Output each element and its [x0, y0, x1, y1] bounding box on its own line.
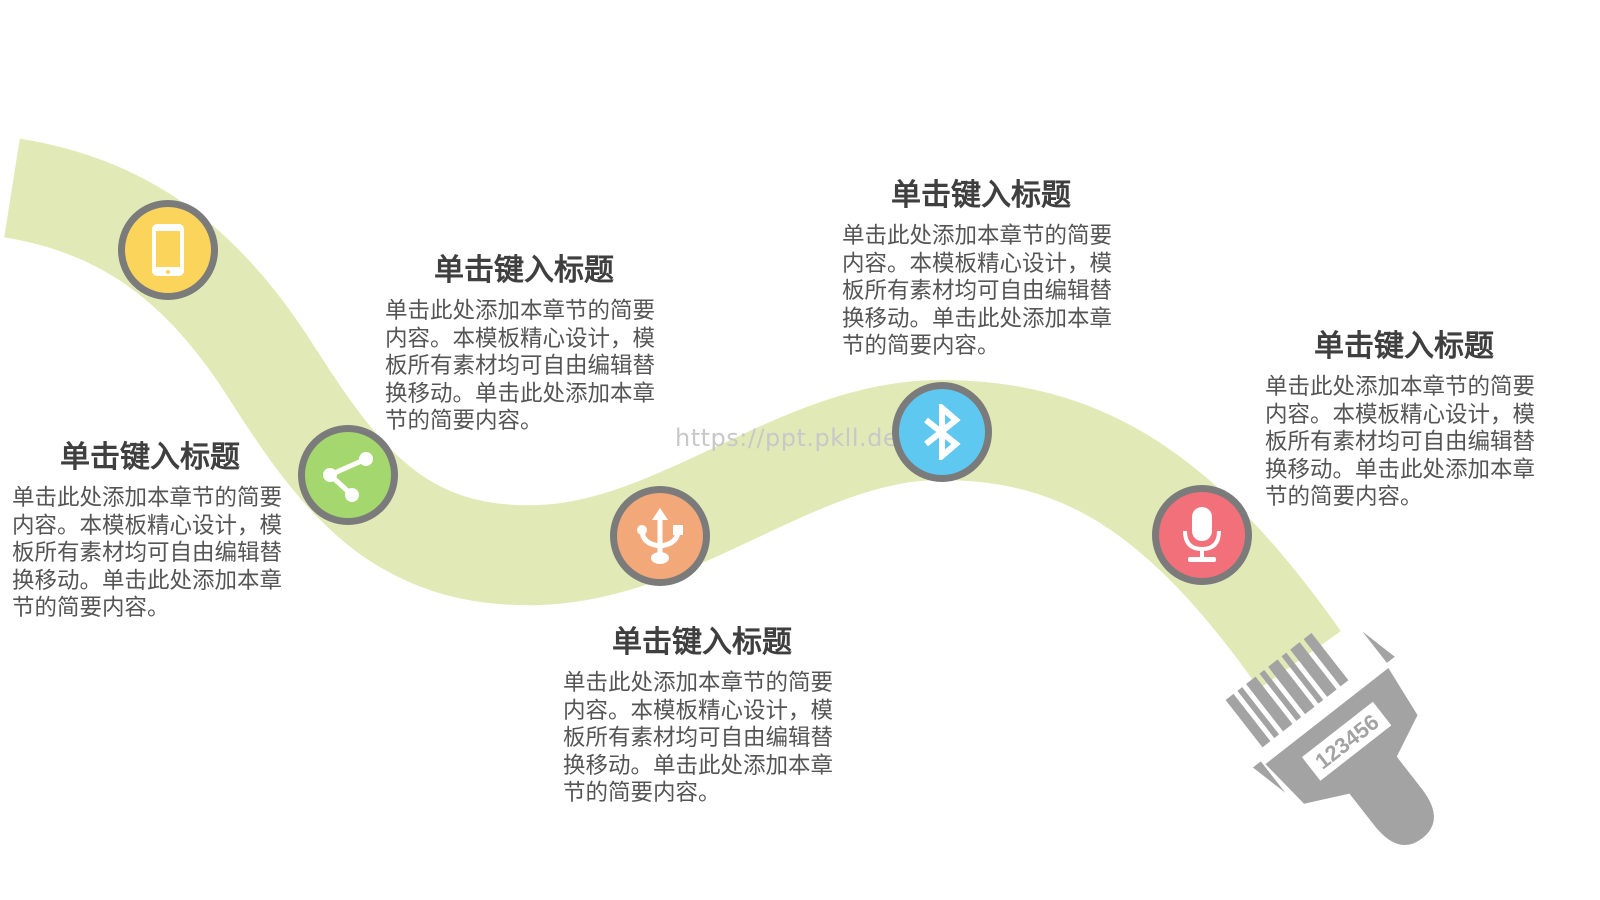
- paint-ribbon: [3, 138, 1341, 689]
- step-4-node: [892, 382, 992, 482]
- usb-icon: [637, 508, 683, 564]
- step-1-body: 单击此处添加本章节的简要内容。本模板精心设计，模板所有素材均可自由编辑替换移动。…: [12, 485, 283, 621]
- step-4-body: 单击此处添加本章节的简要内容。本模板精心设计，模板所有素材均可自由编辑替换移动。…: [842, 223, 1113, 359]
- step-1-node: [118, 200, 218, 300]
- step-2-node: [298, 425, 398, 525]
- step-3-body: 单击此处添加本章节的简要内容。本模板精心设计，模板所有素材均可自由编辑替换移动。…: [563, 670, 834, 806]
- paintbrush-icon: 123456: [1225, 631, 1434, 846]
- step-3-node: [610, 486, 710, 586]
- step-2-body: 单击此处添加本章节的简要内容。本模板精心设计，模板所有素材均可自由编辑替换移动。…: [385, 298, 656, 434]
- step-3-title: 单击键入标题: [612, 625, 792, 660]
- step-5-body: 单击此处添加本章节的简要内容。本模板精心设计，模板所有素材均可自由编辑替换移动。…: [1265, 374, 1536, 510]
- step-5-title: 单击键入标题: [1314, 329, 1494, 364]
- share-icon: [323, 452, 373, 502]
- watermark: https://ppt.pkll.de: [675, 424, 899, 452]
- step-5-node: [1152, 485, 1252, 585]
- smartphone-icon: [152, 224, 184, 276]
- step-4-title: 单击键入标题: [891, 178, 1071, 213]
- microphone-icon: [1183, 507, 1221, 562]
- step-1-title: 单击键入标题: [60, 440, 240, 475]
- bluetooth-icon: [924, 404, 961, 460]
- step-2-title: 单击键入标题: [434, 253, 614, 288]
